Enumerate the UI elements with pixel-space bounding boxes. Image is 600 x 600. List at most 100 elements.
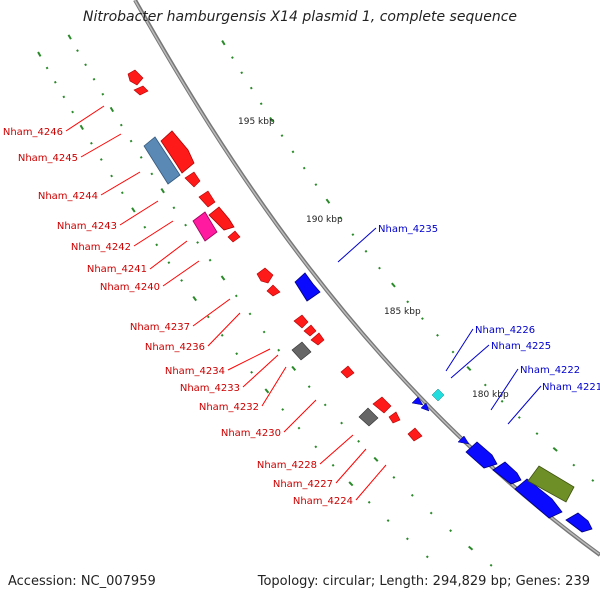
tick-mark [468,545,474,551]
gene-arrow [420,402,430,412]
gene-label-nham-4221[interactable]: Nham_4221 [542,382,600,393]
gene-label-nham-4240[interactable]: Nham_4240 [100,282,160,293]
gene-arrow [293,314,309,329]
tick-mark [131,207,136,213]
gene-label-nham-4234[interactable]: Nham_4234 [165,366,225,377]
tick-mark [331,463,335,467]
gene-label-nham-4237[interactable]: Nham_4237 [130,322,190,333]
tick-mark [150,172,154,176]
tick-mark [99,158,103,161]
gene-block [291,341,312,361]
gene-label-nham-4228[interactable]: Nham_4228 [257,460,317,471]
leader-lines-right [337,227,542,425]
gene-label-nham-4236[interactable]: Nham_4236 [145,342,205,353]
tick-mark [249,86,253,90]
tick-mark [281,408,285,411]
gene-arrow [198,190,216,208]
leader-lines-left [65,105,387,501]
tick-mark [314,445,318,449]
gene-label-nham-4225[interactable]: Nham_4225 [491,341,551,352]
tick-mark [143,225,147,229]
gene-label-nham-4246[interactable]: Nham_4246 [3,127,63,138]
gene-arrow [303,324,317,337]
gene-label-nham-4222[interactable]: Nham_4222 [520,365,580,376]
tick-mark [90,141,93,145]
backbone-arc [133,0,600,557]
tick-mark [269,116,274,123]
tick-mark [79,124,84,131]
tick-mark [109,106,115,113]
tick-mark [37,51,42,57]
gene-label-nham-4232[interactable]: Nham_4232 [199,402,259,413]
gene-arrow [256,267,274,284]
gene-arrow [127,69,144,86]
tick-mark [392,475,396,479]
tick-mark [101,92,105,96]
tick-mark [76,49,79,52]
gene-label-nham-4230[interactable]: Nham_4230 [221,428,281,439]
tick-mark [340,421,344,425]
gene-label-nham-4242[interactable]: Nham_4242 [71,242,131,253]
tick-mark [250,370,254,374]
tick-mark [92,77,96,81]
tick-mark [338,216,342,220]
tick-mark [67,34,72,40]
tick-mark [552,447,558,452]
gene-arrow [227,230,241,243]
tick-mark [291,365,297,371]
tick-mark [192,295,197,302]
gene-arrow [514,478,563,519]
gene-label-nham-4243[interactable]: Nham_4243 [57,221,117,232]
tick-mark [348,481,354,487]
gene-arrow [294,272,321,302]
gene-label-nham-4233[interactable]: Nham_4233 [180,383,240,394]
gene-label-nham-4235[interactable]: Nham_4235 [378,224,438,235]
tick-mark [119,123,123,127]
gene-arrow [492,461,522,485]
gene-arrow [457,435,470,445]
tick-mark [221,40,226,46]
tick-mark [71,110,74,114]
gene-arrow [160,130,195,174]
tick-mark [367,500,371,504]
tick-mark [120,191,124,195]
gene-label-nham-4224[interactable]: Nham_4224 [293,496,353,507]
gene-arrow [565,512,593,533]
tick-mark [420,317,424,321]
accession-text: Accession: NC_007959 [8,574,156,589]
gene-label-nham-4245[interactable]: Nham_4245 [18,153,78,164]
gene-arrow [411,396,424,406]
gene-arrow [388,411,401,424]
tick-mark [436,333,439,337]
gene-label-nham-4244[interactable]: Nham_4244 [38,191,98,202]
gene-labels-left: Nham_4246 Nham_4245 Nham_4244 Nham_4243 … [3,127,353,507]
scale-label-180: 180 kbp [472,390,509,400]
tick-mark [535,432,539,436]
tick-mark [139,156,143,159]
gene-label-nham-4227[interactable]: Nham_4227 [273,479,333,490]
gene-label-nham-4241[interactable]: Nham_4241 [87,264,147,275]
tick-mark [280,134,284,137]
tick-mark [208,258,212,262]
tick-mark [364,249,368,253]
gene-block [192,211,218,242]
gene-label-nham-4226[interactable]: Nham_4226 [475,325,535,336]
tick-mark [449,529,453,533]
topology-summary: Topology: circular; Length: 294,829 bp; … [257,574,590,589]
scale-label-185: 185 kbp [384,307,421,317]
tick-mark [405,537,409,541]
gene-arrow [266,284,281,297]
tick-mark [235,352,239,356]
gene-arrow [184,171,201,188]
tick-mark [591,479,595,482]
tick-mark [406,300,410,304]
tick-mark [160,188,165,194]
tick-mark [240,71,244,75]
tick-mark [277,348,281,352]
tick-mark [391,282,396,288]
gene-arrow [208,206,235,231]
gene-arrow [465,441,498,469]
gene-arrow [372,396,392,414]
tick-mark [248,312,252,316]
